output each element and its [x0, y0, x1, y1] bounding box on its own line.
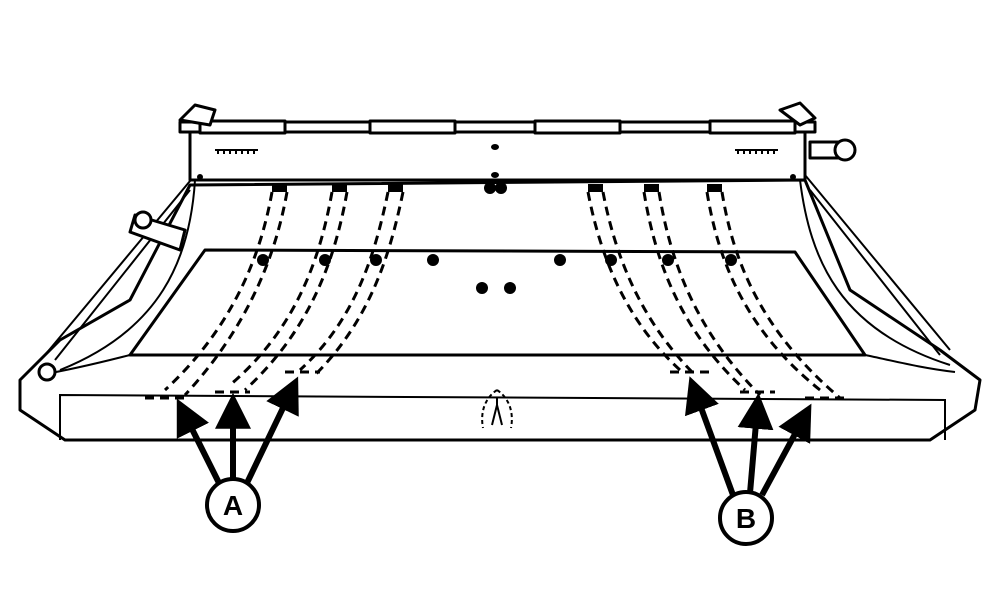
top-bar-segment-1 — [198, 119, 287, 135]
center-bolts — [476, 182, 516, 294]
left-serrated-adjuster — [215, 149, 258, 154]
right-top-bracket — [778, 101, 817, 127]
callout-a: A — [205, 477, 261, 533]
callout-a-label: A — [223, 490, 243, 521]
right-side-wall — [799, 179, 951, 366]
top-bar — [178, 120, 817, 134]
left-top-bracket — [178, 103, 217, 127]
center-emblem-icon — [481, 389, 513, 429]
top-bar-segment-3 — [533, 119, 622, 135]
housing-body — [18, 174, 982, 442]
hidden-straps-right — [586, 184, 845, 400]
mounting-hole-icon — [197, 174, 203, 180]
arrow-icon — [737, 392, 774, 494]
mounting-hole-icon — [790, 174, 796, 180]
arrow-icon — [759, 403, 812, 497]
floor-bolt-row — [257, 254, 737, 266]
top-bar-segment-2 — [368, 119, 457, 135]
hinge-pin-icon — [808, 138, 857, 162]
right-skirt — [804, 174, 951, 356]
callout-arrows-a — [176, 376, 299, 487]
front-panel-edge — [59, 393, 946, 440]
left-skirt — [44, 174, 196, 361]
hidden-straps-left — [145, 184, 405, 400]
right-serrated-adjuster — [735, 149, 778, 154]
callout-arrows-b — [684, 376, 812, 497]
callout-b-label: B — [736, 503, 756, 534]
arrow-icon — [176, 398, 223, 487]
top-rail — [37, 101, 857, 382]
right-side-wall-inner — [864, 354, 956, 373]
mounting-hole-icon — [491, 144, 499, 150]
arrow-icon — [684, 376, 736, 497]
left-side-wall — [59, 179, 196, 371]
arrow-icon — [243, 376, 299, 487]
inner-floor-panel — [128, 248, 867, 357]
mounting-hole-icon — [491, 172, 499, 178]
callout-b: B — [718, 490, 774, 546]
upper-panel — [188, 128, 807, 182]
gauge-wheel-bracket-icon — [128, 210, 187, 252]
top-bar-segment-4 — [708, 119, 797, 135]
lower-left-pivot — [37, 362, 57, 382]
